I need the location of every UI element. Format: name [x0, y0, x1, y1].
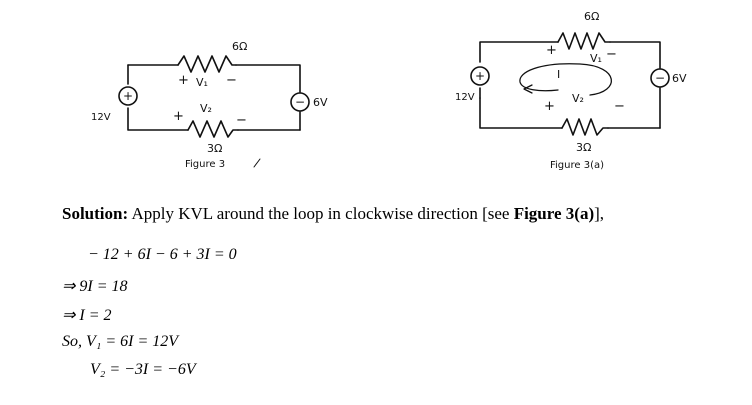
- figure-3a-current-label: I: [557, 68, 560, 81]
- figure-3-resistor-6-ohm: [177, 55, 237, 73]
- figure-3a-wire-top: [479, 41, 661, 69]
- figure-3-source-12v-symbol: [118, 86, 138, 106]
- figure-3a-r-bottom-label: 3Ω: [576, 141, 591, 154]
- figure-3a-v1-minus: −: [606, 47, 617, 62]
- figure-3-caption: Figure 3: [185, 159, 225, 170]
- figure-3a-resistor-6-ohm: [557, 32, 611, 50]
- solution-text-after: ],: [594, 204, 605, 223]
- figure-3-v2-plus: +: [173, 109, 184, 124]
- equation-9i: ⇒ 9I = 18: [62, 278, 128, 295]
- solution-text-before: Apply KVL around the loop in clockwise d…: [128, 204, 514, 223]
- solution-fig-ref: Figure 3(a): [513, 204, 595, 223]
- figure-3a-src-right-label: 6V: [672, 72, 687, 85]
- figure-3-r-top-label: 6Ω: [232, 40, 247, 53]
- figure-3-r-bottom-label: 3Ω: [207, 142, 222, 155]
- figure-3a-v1-label: V₁: [590, 52, 602, 65]
- figure-3a-src-left-label: 12V: [455, 92, 475, 103]
- figure-3a-resistor-3-ohm: [561, 118, 609, 136]
- figure-3a-source-12v-symbol: [470, 66, 490, 86]
- figure-3a-caption: Figure 3(a): [550, 160, 604, 171]
- figure-3a-source-6v-sign: −: [655, 71, 665, 85]
- figure-3-resistor-3-ohm: [187, 120, 239, 138]
- figure-3a-r-top-label: 6Ω: [584, 10, 599, 23]
- figure-3a-source-12v-plus: +: [475, 69, 485, 83]
- figure-3a: + − I 6Ω + V₁ − + V₂ − 3Ω 12V 6V Figure …: [380, 0, 752, 195]
- equation-kvl: − 12 + 6I − 6 + 3I = 0: [88, 246, 237, 263]
- figure-3-wire-bottom: [127, 107, 301, 131]
- equation-i: ⇒ I = 2: [62, 307, 112, 324]
- figure-3a-v2-minus: −: [614, 99, 625, 114]
- equation-v2: V₂ = −3I = −6V: [90, 361, 196, 378]
- figure-3a-v2-label: V₂: [572, 92, 584, 105]
- figure-3-caption-mark: [253, 158, 261, 168]
- figure-3-wire-top: [127, 64, 301, 93]
- figure-3a-v1-plus: +: [546, 43, 557, 58]
- figure-3-source-12v-plus: +: [123, 89, 133, 103]
- figure-3-v1-label: V₁: [196, 76, 208, 89]
- figure-3-src-left-label: 12V: [91, 112, 111, 123]
- figure-3-v1-plus: +: [178, 73, 189, 88]
- figure-3-v2-label: V₂: [200, 102, 212, 115]
- equation-v1: So, V₁ = 6I = 12V: [62, 333, 179, 350]
- figure-3-src-right-label: 6V: [313, 96, 328, 109]
- figure-3a-v2-plus: +: [544, 99, 555, 114]
- solution-label: Solution:: [62, 204, 129, 223]
- figure-3-source-6v-symbol: [290, 92, 310, 112]
- figure-3a-wire-bottom: [479, 97, 661, 129]
- figure-3: + − 6Ω + V₁ − + V₂ − 3Ω 12V 6V Figure 3: [0, 0, 380, 195]
- figure-3-v1-minus: −: [226, 73, 237, 88]
- figure-3-source-6v-sign: −: [295, 95, 305, 109]
- figure-3a-current-loop: [519, 63, 612, 96]
- figure-3a-source-6v-symbol: [650, 68, 670, 88]
- solution-paragraph: Solution: Apply KVL around the loop in c…: [62, 204, 604, 224]
- figure-3-v2-minus: −: [236, 113, 247, 128]
- figure-3a-current-arrow: [523, 84, 533, 94]
